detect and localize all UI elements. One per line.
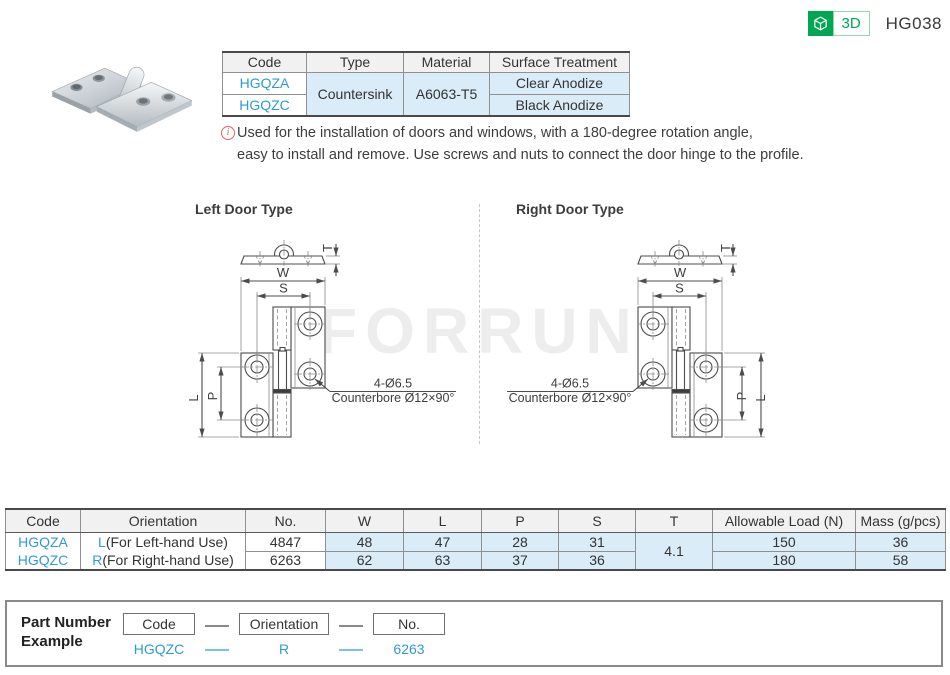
dash-icon — [339, 625, 363, 627]
spec-p: 28 — [481, 531, 559, 552]
spec-header-row: Code Orientation No. W L P S T Allowable… — [5, 508, 946, 533]
spec-w: 62 — [325, 550, 404, 571]
callout-line-1: 4-Ø6.5 — [374, 377, 412, 391]
note-line-2: easy to install and remove. Use screws a… — [237, 147, 804, 163]
dim-label-l: L — [753, 394, 768, 401]
spec-t: 4.1 — [635, 531, 713, 571]
spec-s: 31 — [558, 531, 636, 552]
pn-box-code: Code — [123, 613, 195, 635]
pn-dashes — [339, 613, 363, 651]
pn-box-no: No. — [373, 613, 445, 635]
dash-icon — [205, 649, 229, 651]
spec-mass: 36 — [855, 531, 946, 552]
dim-label-s: S — [675, 281, 684, 296]
dim-label-s: S — [279, 281, 288, 296]
spec-s: 36 — [558, 550, 636, 571]
pn-col-no: No. 6263 — [373, 613, 445, 657]
col-header-code: Code — [222, 51, 307, 73]
pn-col-code: Code HGQZC — [123, 613, 195, 657]
pn-col-orientation: Orientation R — [239, 613, 329, 657]
drawing-divider — [479, 204, 480, 444]
code-value: HGQZC — [222, 93, 307, 117]
dim-label-l: L — [188, 394, 201, 401]
part-number-flow: Code HGQZC Orientation R No. 6263 — [123, 613, 445, 665]
part-number-example: Part Number Example Code HGQZC Orientati… — [5, 600, 943, 667]
dim-label-p: P — [734, 392, 749, 401]
type-value: Countersink — [306, 71, 404, 117]
spec-header-l: L — [403, 508, 482, 533]
note-line-1: Used for the installation of doors and w… — [237, 125, 753, 141]
usage-note: i Used for the installation of doors and… — [221, 122, 821, 166]
info-icon: i — [221, 126, 235, 140]
spec-table: Code Orientation No. W L P S T Allowable… — [5, 508, 946, 571]
treatment-value: Clear Anodize — [489, 71, 630, 95]
spec-codes: HGQZA HGQZC — [5, 531, 81, 571]
3d-badge[interactable]: 3D HG038 — [807, 11, 942, 36]
3d-cube-icon — [807, 11, 833, 36]
spec-header-s: S — [558, 508, 636, 533]
pn-box-orientation: Orientation — [239, 613, 329, 635]
table-row: HGQZC Black Anodize — [222, 93, 630, 117]
spec-mass: 58 — [855, 550, 946, 571]
spec-w: 48 — [325, 531, 404, 552]
spec-l: 63 — [403, 550, 482, 571]
callout-line-2: Counterbore Ø12×90° — [509, 391, 632, 405]
watermark: FORRUN — [318, 295, 640, 367]
spec-load: 150 — [712, 531, 856, 552]
treatment-value: Black Anodize — [489, 93, 630, 117]
pn-value-no: 6263 — [393, 641, 425, 657]
spec-header-code: Code — [5, 508, 81, 533]
callout-line-2: Counterbore Ø12×90° — [332, 391, 455, 405]
spec-l: 47 — [403, 531, 482, 552]
spec-no: 4847 — [245, 531, 326, 552]
page-code: HG038 — [885, 13, 942, 33]
pn-value-code: HGQZC — [133, 641, 185, 657]
table-row: HGQZA Countersink A6063-T5 Clear Anodize — [222, 71, 630, 117]
spec-load: 180 — [712, 550, 856, 571]
product-image — [51, 66, 193, 132]
dash-icon — [339, 649, 363, 651]
col-header-material: Material — [403, 51, 490, 73]
dim-label-w: W — [277, 265, 290, 280]
callout-line-1: 4-Ø6.5 — [551, 377, 589, 391]
col-header-surface: Surface Treatment — [489, 51, 630, 73]
spec-header-t: T — [635, 508, 713, 533]
spec-header-w: W — [325, 508, 404, 533]
spec-p: 37 — [481, 550, 559, 571]
dim-label-p: P — [205, 392, 220, 401]
dash-icon — [205, 625, 229, 627]
material-value: A6063-T5 — [403, 71, 490, 117]
spec-header-load: Allowable Load (N) — [712, 508, 856, 533]
spec-header-mass: Mass (g/pcs) — [855, 508, 946, 533]
left-door-type-title: Left Door Type — [195, 201, 293, 217]
spec-row: 6263 62 63 37 36 180 58 — [6, 550, 946, 571]
spec-row: HGQZA HGQZC L(For Left-hand Use) R(For R… — [5, 531, 946, 571]
spec-header-p: P — [481, 508, 559, 533]
pn-dashes — [205, 613, 229, 651]
product-table-header-row: Code Type Material Surface Treatment — [222, 51, 630, 73]
right-door-type-title: Right Door Type — [516, 201, 624, 217]
dim-label-t: T — [320, 244, 335, 252]
part-number-example-title: Part Number Example — [21, 614, 112, 650]
code-value: HGQZA — [222, 71, 307, 95]
dim-label-t: T — [718, 244, 733, 252]
product-table: Code Type Material Surface Treatment HGQ… — [222, 51, 630, 117]
dim-label-w: W — [674, 265, 687, 280]
col-header-type: Type — [306, 51, 404, 73]
pn-value-orientation: R — [278, 641, 290, 657]
spec-header-no: No. — [245, 508, 326, 533]
3d-badge-label: 3D — [832, 11, 870, 36]
spec-orientations: L(For Left-hand Use) R(For Right-hand Us… — [80, 531, 246, 571]
spec-no: 6263 — [245, 550, 326, 571]
spec-header-orientation: Orientation — [80, 508, 246, 533]
